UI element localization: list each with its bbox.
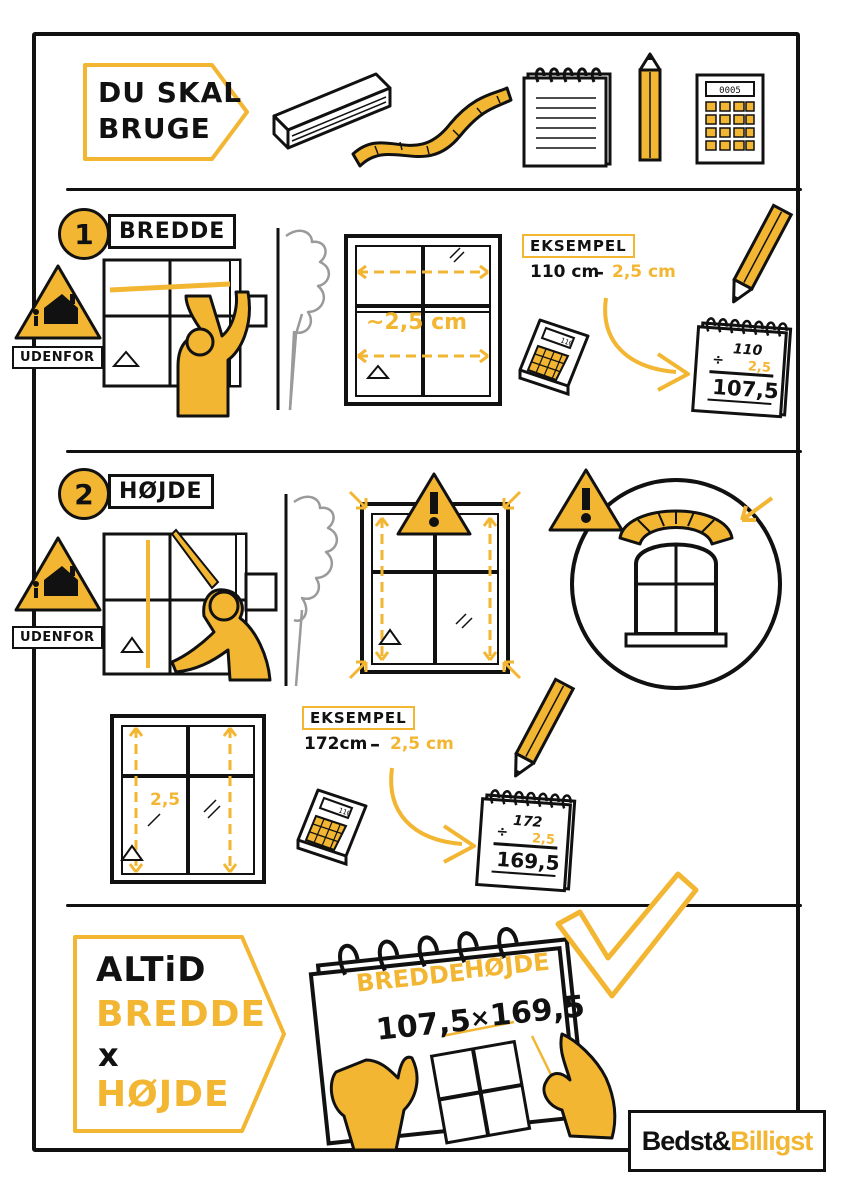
step1-notepad-calc: 110 ÷ 2,5 107,5 — [691, 317, 793, 419]
tree-wall-illustration-2 — [284, 494, 338, 687]
window-width-diagram — [344, 234, 502, 406]
tape-measure-icon — [351, 86, 513, 168]
calculator-display: 0005 — [719, 86, 741, 96]
arched-window-warning-diagram — [548, 468, 782, 690]
step1-example-value: 110 cm — [530, 262, 600, 282]
step2-curved-arrow-icon — [389, 767, 476, 864]
step1-example-minus-sign: – — [594, 260, 604, 284]
tools-title-arrow-shape — [83, 63, 249, 161]
summary-line4: HØJDE — [96, 1074, 230, 1115]
step2-number-badge: 2 — [58, 468, 110, 520]
outside-warning-house-icon-2 — [14, 536, 102, 612]
step2-calc-op: ÷ — [496, 824, 509, 841]
window-height-measure-diagram — [110, 714, 266, 884]
brand-logo-part2: Billigst — [730, 1125, 813, 1156]
step2-label: HØJDE — [108, 474, 214, 509]
section-divider-3 — [66, 904, 802, 907]
step1-measure-label: ~2,5 cm — [366, 310, 468, 335]
summary-arrow-shape — [73, 935, 286, 1133]
outside-warning-house-icon — [14, 264, 102, 340]
step1-calc-a: 110 — [733, 341, 764, 359]
step2-calculator-icon: 110 — [296, 788, 368, 867]
step1-calc-op: ÷ — [712, 352, 725, 369]
section-divider-2 — [66, 450, 802, 453]
window-height-diagram — [348, 472, 522, 680]
step2-calc-result: 169,5 — [496, 847, 561, 875]
checkmark-icon — [555, 871, 699, 999]
tools-title-line1: DU SKAL — [98, 76, 243, 109]
step2-calc-a: 172 — [513, 813, 543, 831]
pencil-icon — [638, 52, 662, 162]
calculator-icon: 0005 — [695, 73, 765, 165]
pad-times: × — [468, 1003, 492, 1033]
step2-example-label: EKSEMPEL — [302, 706, 415, 730]
ruler-icon — [272, 72, 392, 150]
summary-line2: BREDDE — [96, 994, 267, 1035]
summary-line3: x — [98, 1036, 119, 1074]
step1-label: BREDDE — [108, 214, 237, 249]
section-divider-1 — [66, 188, 802, 191]
brand-logo-part1: Bedst& — [641, 1125, 732, 1156]
step2-calc-b: 2,5 — [531, 831, 555, 848]
person-measuring-height-illustration — [102, 528, 278, 682]
step2-example-minus-value: 2,5 cm — [390, 734, 454, 754]
step2-example-value: 172cm — [304, 734, 368, 754]
summary-notepad-illustration — [308, 927, 617, 1152]
step1-calc-b: 2,5 — [747, 359, 771, 376]
tree-wall-illustration — [276, 228, 330, 411]
step1-number-badge: 1 — [58, 208, 110, 260]
step2-calc-display: 110 — [337, 806, 352, 818]
step1-example-minus-value: 2,5 cm — [612, 262, 676, 282]
step1-outside-label: UDENFOR — [12, 346, 103, 369]
tools-title-line2: BRUGE — [98, 112, 211, 145]
step2-outside-label: UDENFOR — [12, 626, 103, 649]
step1-curved-arrow-icon — [603, 297, 690, 392]
step1-example-label: EKSEMPEL — [522, 234, 635, 258]
step1-calc-display: 110 — [559, 336, 574, 348]
brand-logo: Bedst&Billigst — [628, 1110, 826, 1172]
person-measuring-width-illustration — [102, 258, 268, 418]
notepad-icon — [522, 67, 612, 168]
step2-example-minus-sign: – — [370, 732, 380, 756]
step2-pencil-icon — [514, 677, 576, 778]
step1-calc-result: 107,5 — [712, 375, 780, 404]
step2-notepad-calc: 172 ÷ 2,5 169,5 — [475, 789, 577, 893]
step1-calculator-icon: 110 — [518, 318, 590, 397]
step2-measure-label: 2,5 — [150, 790, 181, 810]
step1-pencil-icon — [732, 203, 794, 304]
summary-line1: ALTiD — [96, 950, 207, 990]
